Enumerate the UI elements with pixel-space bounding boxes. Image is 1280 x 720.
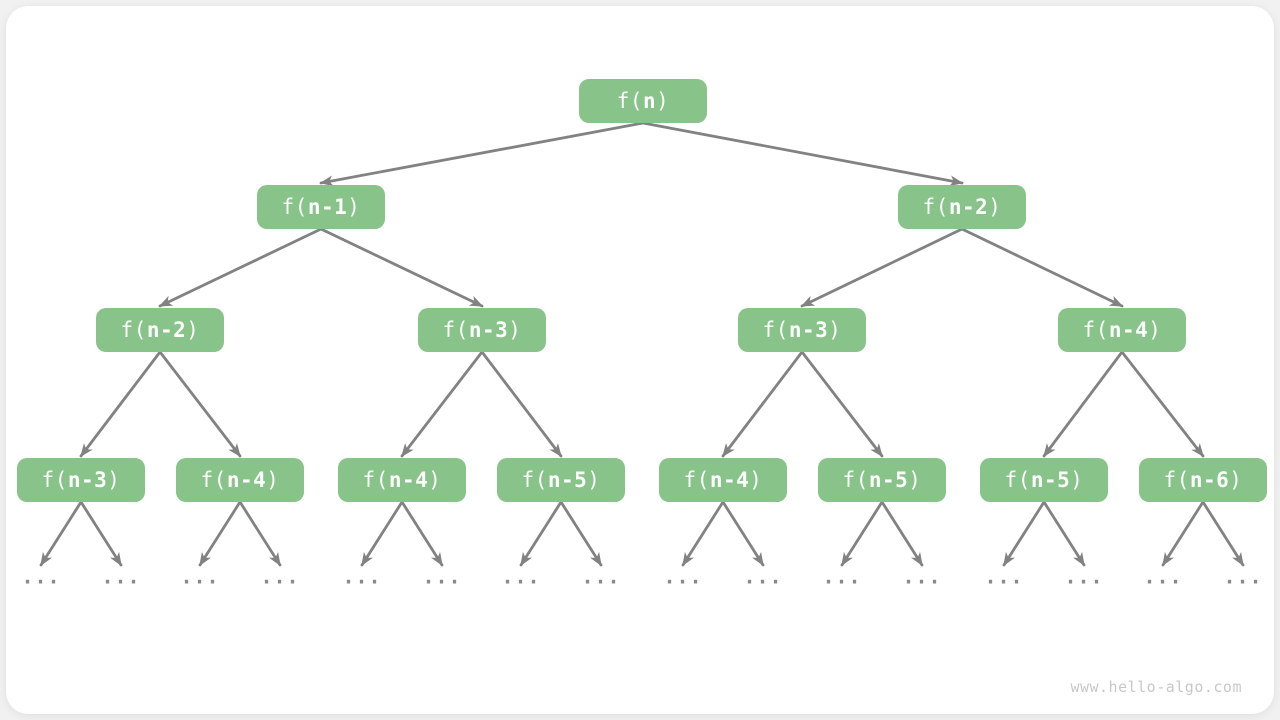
tree-node-f-n-2: f(n-2) [898, 185, 1026, 229]
ellipsis-leaf: ... [663, 564, 703, 589]
node-label-suffix: ) [988, 195, 1002, 219]
tree-node-f-n-3: f(n-3) [17, 458, 145, 502]
tree-node-f-n-4: f(n-4) [659, 458, 787, 502]
node-label-prefix: f( [362, 468, 389, 492]
ellipsis-leaf: ... [342, 564, 382, 589]
ellipsis-leaf: ... [260, 564, 300, 589]
node-label-prefix: f( [41, 468, 68, 492]
node-label-prefix: f( [200, 468, 227, 492]
node-label-prefix: f( [281, 195, 308, 219]
node-label-suffix: ) [107, 468, 121, 492]
tree-node-f-n-3: f(n-3) [418, 308, 546, 352]
ellipsis-leaf: ... [822, 564, 862, 589]
ellipsis-leaf: ... [101, 564, 141, 589]
node-label-suffix: ) [1229, 468, 1243, 492]
tree-node-f-n-5: f(n-5) [818, 458, 946, 502]
node-label-arg: n-2 [146, 318, 187, 342]
node-label-suffix: ) [1070, 468, 1084, 492]
node-label-arg: n-3 [468, 318, 509, 342]
node-label-suffix: ) [266, 468, 280, 492]
node-label-suffix: ) [1148, 318, 1162, 342]
node-label-arg: n-3 [788, 318, 829, 342]
tree-node-f-n-1: f(n-1) [257, 185, 385, 229]
node-label-arg: n-4 [1108, 318, 1149, 342]
ellipsis-leaf: ... [984, 564, 1024, 589]
node-label-arg: n-5 [868, 468, 909, 492]
node-label-prefix: f( [1082, 318, 1109, 342]
node-label-arg: n-4 [226, 468, 267, 492]
node-label-prefix: f( [922, 195, 949, 219]
tree-node-f-n-4: f(n-4) [338, 458, 466, 502]
node-label-prefix: f( [683, 468, 710, 492]
tree-node-f-n-2: f(n-2) [96, 308, 224, 352]
node-label-prefix: f( [616, 89, 643, 113]
node-label-suffix: ) [908, 468, 922, 492]
ellipsis-leaf: ... [902, 564, 942, 589]
node-label-prefix: f( [120, 318, 147, 342]
node-label-arg: n-6 [1189, 468, 1230, 492]
node-label-prefix: f( [1004, 468, 1031, 492]
node-label-prefix: f( [842, 468, 869, 492]
node-label-arg: n-5 [547, 468, 588, 492]
node-label-prefix: f( [1163, 468, 1190, 492]
node-label-arg: n-2 [948, 195, 989, 219]
node-label-arg: n-4 [709, 468, 750, 492]
ellipsis-leaf: ... [180, 564, 220, 589]
node-label-suffix: ) [347, 195, 361, 219]
ellipsis-leaf: ... [501, 564, 541, 589]
node-label-suffix: ) [587, 468, 601, 492]
node-label-prefix: f( [442, 318, 469, 342]
node-label-arg: n-1 [307, 195, 348, 219]
node-label-prefix: f( [521, 468, 548, 492]
node-label-arg: n-5 [1030, 468, 1071, 492]
node-label-suffix: ) [656, 89, 670, 113]
ellipsis-leaf: ... [1143, 564, 1183, 589]
ellipsis-leaf: ... [1064, 564, 1104, 589]
node-label-suffix: ) [428, 468, 442, 492]
node-label-suffix: ) [828, 318, 842, 342]
node-label-suffix: ) [186, 318, 200, 342]
node-label-arg: n-3 [67, 468, 108, 492]
ellipsis-leaf: ... [743, 564, 783, 589]
ellipsis-leaf: ... [581, 564, 621, 589]
tree-node-f-n-3: f(n-3) [738, 308, 866, 352]
tree-node-f-n-6: f(n-6) [1139, 458, 1267, 502]
ellipsis-leaf: ... [21, 564, 61, 589]
node-label-suffix: ) [749, 468, 763, 492]
node-label-arg: n-4 [388, 468, 429, 492]
tree-node-f-n: f(n) [579, 79, 707, 123]
node-label-suffix: ) [508, 318, 522, 342]
node-label-prefix: f( [762, 318, 789, 342]
tree-node-f-n-5: f(n-5) [980, 458, 1108, 502]
tree-node-f-n-4: f(n-4) [176, 458, 304, 502]
ellipsis-leaf: ... [1223, 564, 1263, 589]
ellipsis-leaf: ... [422, 564, 462, 589]
watermark: www.hello-algo.com [1070, 678, 1242, 696]
tree-node-f-n-5: f(n-5) [497, 458, 625, 502]
node-label-arg: n [642, 89, 657, 113]
tree-node-f-n-4: f(n-4) [1058, 308, 1186, 352]
